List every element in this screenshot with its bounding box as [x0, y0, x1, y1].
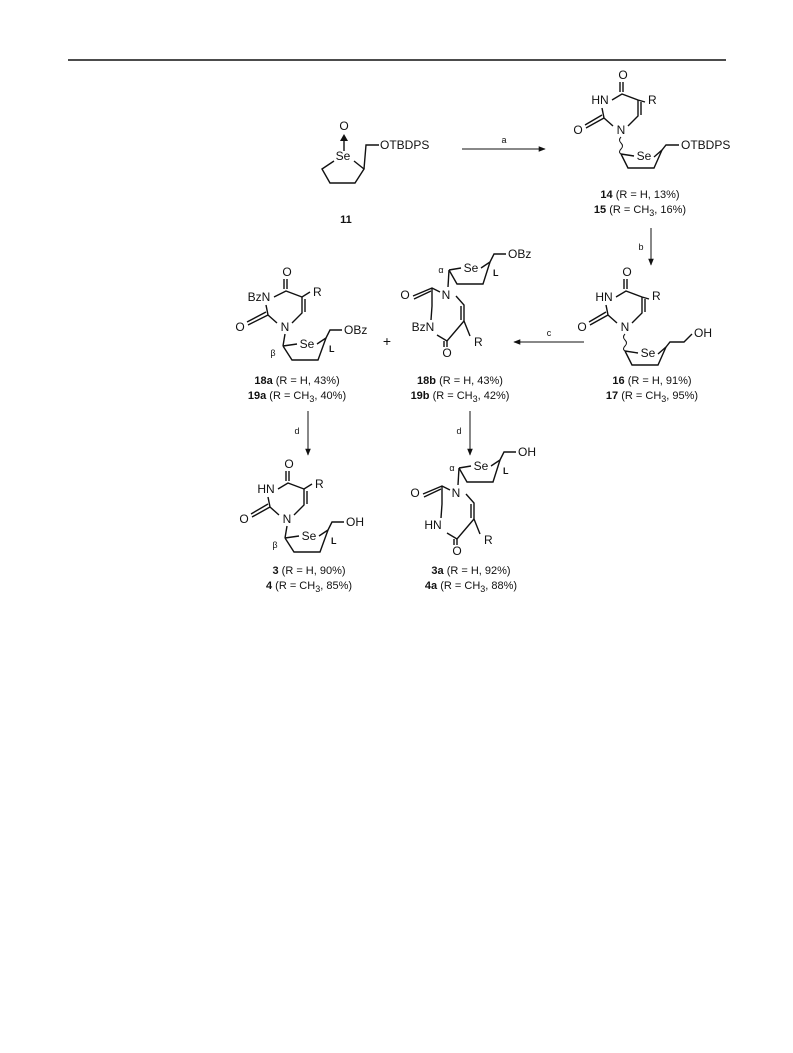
- stereo-beta: β: [272, 540, 277, 550]
- atom-otbdps: OTBDPS: [681, 138, 730, 152]
- stereo-L: L: [329, 344, 335, 354]
- atom-o2: O: [573, 123, 582, 137]
- compound-caption-19b: 19b (R = CH3, 42%): [411, 390, 510, 404]
- arrow-label-b: b: [638, 242, 643, 252]
- structure-11: O Se OTBDPS: [321, 119, 429, 184]
- compound-caption-3a: 3a (R = H, 92%): [431, 565, 510, 577]
- compound-caption-14: 14 (R = H, 13%): [600, 189, 679, 201]
- atom-r: R: [652, 289, 661, 303]
- stereo-beta: β: [270, 348, 275, 358]
- arrow-label-d-left: d: [294, 426, 299, 436]
- atom-se: Se: [464, 261, 479, 275]
- atom-se: Se: [474, 459, 489, 473]
- atom-n1: N: [621, 320, 630, 334]
- atom-o4: O: [284, 457, 293, 471]
- compound-caption-4a: 4a (R = CH3, 88%): [425, 580, 517, 594]
- compound-caption-4: 4 (R = CH3, 85%): [266, 580, 352, 594]
- atom-se: Se: [300, 337, 315, 351]
- atom-o2: O: [239, 512, 248, 526]
- atom-o4: O: [452, 544, 461, 558]
- compound-caption-15: 15 (R = CH3, 16%): [594, 204, 686, 218]
- compound-caption-18b: 18b (R = H, 43%): [417, 375, 503, 387]
- compound-caption-18a: 18a (R = H, 43%): [254, 375, 339, 387]
- compound-caption-19a: 19a (R = CH3, 40%): [248, 390, 346, 404]
- atom-hn: HN: [591, 93, 608, 107]
- atom-bzn: BzN: [412, 320, 435, 334]
- stereo-L: L: [503, 466, 509, 476]
- atom-oh: OH: [518, 445, 536, 459]
- atom-oh: OH: [346, 515, 364, 529]
- atom-se: Se: [302, 529, 317, 543]
- atom-o2: O: [235, 320, 244, 334]
- atom-n1: N: [452, 486, 461, 500]
- atom-se: Se: [641, 346, 656, 360]
- structure-16-17: O HN R O N Se OH: [577, 265, 712, 366]
- atom-o4: O: [622, 265, 631, 279]
- atom-otbdps: OTBDPS: [380, 138, 429, 152]
- atom-o2: O: [577, 320, 586, 334]
- atom-oh: OH: [694, 326, 712, 340]
- atom-r: R: [315, 477, 324, 491]
- compound-caption-17: 17 (R = CH3, 95%): [606, 390, 698, 404]
- stereo-L: L: [331, 536, 337, 546]
- atom-bzn: BzN: [248, 290, 271, 304]
- arrow-label-d-right: d: [456, 426, 461, 436]
- atom-r: R: [313, 285, 322, 299]
- compound-caption-16: 16 (R = H, 91%): [612, 375, 691, 387]
- atom-se: Se: [637, 149, 652, 163]
- atom-hn: HN: [595, 290, 612, 304]
- atom-hn: HN: [424, 518, 441, 532]
- compound-label-11: 11: [340, 214, 352, 226]
- stereo-L: L: [493, 268, 499, 278]
- atom-o2: O: [400, 288, 409, 302]
- compound-caption-3: 3 (R = H, 90%): [272, 565, 345, 577]
- structure-18b-19b: α Se L OBz N O BzN R O: [400, 247, 531, 360]
- atom-o4: O: [282, 265, 291, 279]
- atom-n1: N: [281, 320, 290, 334]
- plus-sign: +: [383, 333, 391, 349]
- structure-14-15: O HN R O N Se OTBDPS: [573, 68, 730, 169]
- atom-r: R: [484, 533, 493, 547]
- stereo-alpha: α: [449, 463, 454, 473]
- atom-obz: OBz: [344, 323, 367, 337]
- atom-obz: OBz: [508, 247, 531, 261]
- structure-3a-4a: α Se L OH N O HN R O: [410, 445, 536, 558]
- atom-o2: O: [410, 486, 419, 500]
- stereo-alpha: α: [438, 265, 443, 275]
- atom-r: R: [648, 93, 657, 107]
- atom-r: R: [474, 335, 483, 349]
- atom-n1: N: [617, 123, 626, 137]
- atom-oxide-o: O: [339, 119, 348, 133]
- arrow-label-c: c: [547, 328, 552, 338]
- atom-o4: O: [442, 346, 451, 360]
- atom-n1: N: [283, 512, 292, 526]
- atom-n1: N: [442, 288, 451, 302]
- atom-hn: HN: [257, 482, 274, 496]
- structure-3-4: O HN R O N β Se L OH: [239, 457, 364, 553]
- structure-18a-19a: O BzN R O N β Se L OBz: [235, 265, 367, 361]
- arrow-label-a: a: [501, 135, 506, 145]
- atom-se: Se: [336, 149, 351, 163]
- atom-o4: O: [618, 68, 627, 82]
